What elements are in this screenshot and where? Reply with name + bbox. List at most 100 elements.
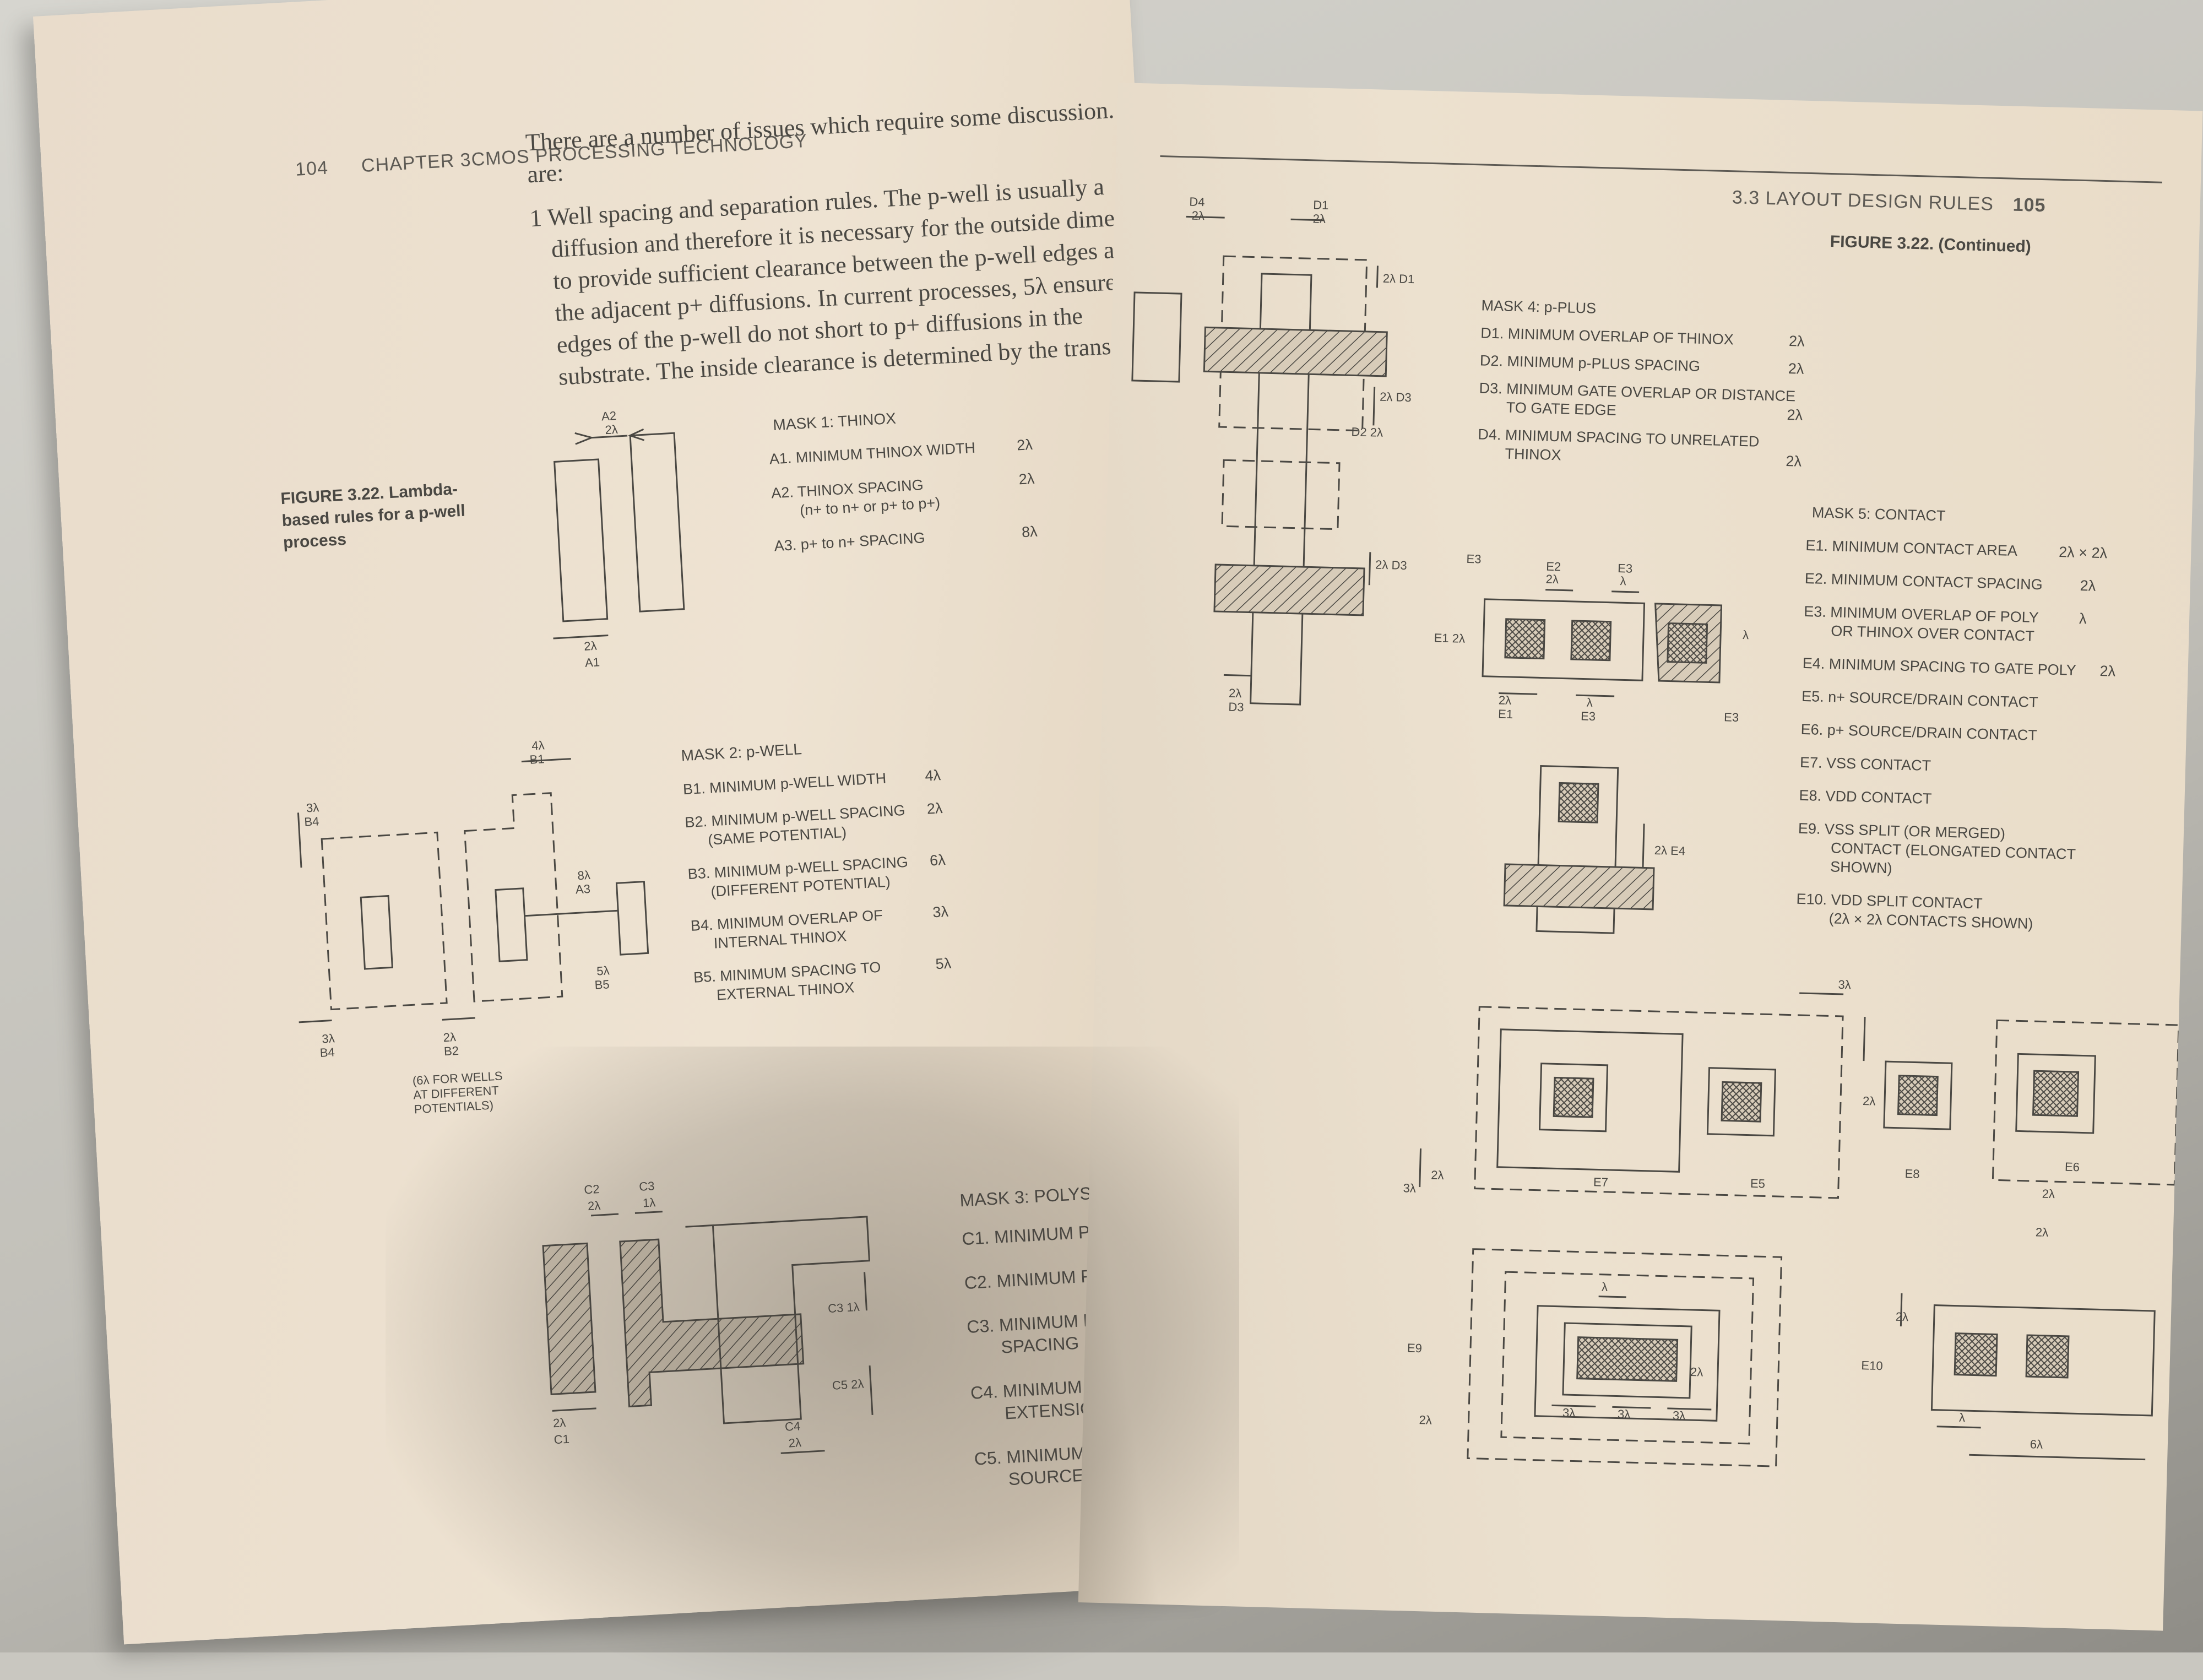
- dim-label: 3λ: [1838, 977, 1852, 992]
- contact-ring: [2015, 1053, 2096, 1134]
- dimension-arrow: [574, 428, 645, 445]
- dim-label: λ: [1601, 1280, 1608, 1294]
- rule-value: 2λ: [1016, 436, 1033, 454]
- well-boundary: [1474, 1006, 1844, 1199]
- internal-thinox: [495, 887, 528, 962]
- thinox-rect: [629, 432, 685, 613]
- dimension-arrow: [297, 812, 302, 868]
- well-boundary: [1467, 1248, 1783, 1467]
- contact-cut: [1558, 782, 1599, 823]
- poly-gate: [619, 1238, 805, 1408]
- p-plus-diagram: [1131, 215, 1388, 706]
- rule-text: E6. p+ SOURCE/DRAIN CONTACT: [1800, 720, 2038, 744]
- rule-value: 5λ: [935, 955, 952, 973]
- dim-label: 3λ: [306, 800, 319, 815]
- dim-label: 2λ: [604, 422, 618, 437]
- dim-label: 2λ: [1228, 686, 1242, 701]
- contact-ring: [1706, 1067, 1777, 1137]
- dimension-arrow: [553, 634, 609, 640]
- dim-label: E8: [1904, 1167, 1920, 1181]
- dimension-arrow: [1499, 589, 1640, 697]
- page-number: 104: [295, 157, 329, 180]
- contact-cut: [1954, 1332, 1998, 1377]
- dim-label: 2λ: [1895, 1309, 1909, 1324]
- dim-label: D3: [1228, 700, 1244, 714]
- contact-cut: [1570, 620, 1612, 662]
- rule-text: E1. MINIMUM CONTACT AREA: [1805, 536, 2018, 560]
- dim-label: C3: [638, 1179, 655, 1194]
- rule-value: 2λ: [1018, 470, 1035, 488]
- poly-gate: [1213, 563, 1365, 616]
- contact-cut: [1504, 618, 1546, 660]
- figure-caption: FIGURE 3.22. (Continued): [1830, 232, 2032, 256]
- rule-text: E4. MINIMUM SPACING TO GATE POLY: [1802, 654, 2077, 679]
- rule-item: E4. MINIMUM SPACING TO GATE POLY 2λ: [1802, 654, 2155, 682]
- dimension-arrow: [299, 1017, 475, 1023]
- mask4-title: MASK 4: p-PLUS: [1481, 297, 1597, 317]
- dim-label: 2λ: [1498, 693, 1512, 708]
- dim-label: 2λ: [1419, 1413, 1433, 1427]
- dim-label: 2λ: [1690, 1365, 1703, 1379]
- chapter-label: CHAPTER 3: [361, 149, 472, 177]
- figure-caption: FIGURE 3.22. Lambda- based rules for a p…: [280, 478, 467, 554]
- left-page: 104 CHAPTER 3 CMOS PROCESSING TECHNOLOGY…: [33, 0, 1219, 1645]
- rule-text: B1. MINIMUM p-WELL WIDTH: [682, 769, 887, 798]
- dim-label: λ: [1742, 628, 1749, 642]
- rule-value: 2λ: [1786, 452, 1802, 470]
- thinox-region: [1482, 598, 1646, 681]
- dim-label: A1: [584, 655, 600, 670]
- thinox-diagram: [553, 428, 685, 640]
- contact-ring: [1538, 1063, 1609, 1132]
- dimension-arrow: [1419, 992, 1866, 1188]
- dim-label: E5: [1750, 1176, 1766, 1191]
- dim-label: 2λ: [1862, 1094, 1876, 1108]
- p-plus-region: [1221, 459, 1341, 530]
- dim-label: 5λ: [596, 963, 610, 978]
- rule-value: 4λ: [924, 767, 941, 784]
- dim-label: 3λ: [1672, 1408, 1686, 1423]
- thinox-column: [1535, 765, 1619, 934]
- body-text: There are a number of issues which requi…: [525, 90, 1192, 394]
- mask2-title: MASK 2: p-WELL: [680, 740, 802, 765]
- dim-label: 8λ: [577, 868, 591, 883]
- dim-label: 2λ D3: [1375, 557, 1408, 573]
- dim-label: C1: [554, 1432, 570, 1447]
- dim-label: 3λ: [1562, 1405, 1576, 1420]
- mask5-title: MASK 5: CONTACT: [1811, 504, 1946, 524]
- contact-cut: [1721, 1081, 1762, 1123]
- dim-label: 3λ: [1617, 1407, 1631, 1422]
- rule-value: 2λ: [1788, 360, 1804, 377]
- dim-label: 6λ: [2030, 1437, 2043, 1451]
- dim-label: 2λ E4: [1654, 843, 1686, 858]
- thinox-rect: [554, 458, 609, 622]
- rule-text: E2. MINIMUM CONTACT SPACING: [1804, 570, 2043, 593]
- rule-subtext: THINOX: [1505, 445, 1561, 464]
- contact-spacing-diagram: [1482, 589, 1723, 697]
- dim-label: 2λ: [2042, 1186, 2055, 1201]
- dim-label: 2λ: [552, 1416, 566, 1430]
- right-page: 3.3 LAYOUT DESIGN RULES 105 FIGURE 3.22.…: [1078, 83, 2203, 1631]
- dimension-arrow: [521, 758, 571, 763]
- rule-text: D1. MINIMUM OVERLAP OF THINOX: [1480, 324, 1734, 348]
- dim-label: λ: [1958, 1410, 1966, 1425]
- dimension-arrow: [1186, 215, 1324, 677]
- supply-contacts-diagram: [1419, 992, 2180, 1199]
- elongated-contact: [1576, 1336, 1679, 1382]
- unrelated-thinox: [1131, 291, 1182, 383]
- thinox-region: [685, 1216, 871, 1424]
- poly-strip: [542, 1242, 596, 1395]
- dimension-arrow: [552, 1407, 825, 1454]
- dim-label: D4: [1189, 194, 1205, 209]
- dim-label: 4λ: [531, 738, 545, 753]
- dim-label: B4: [319, 1045, 335, 1060]
- rule-value: 2λ: [2099, 663, 2116, 680]
- dim-label: E3: [1466, 551, 1482, 566]
- dim-label: E10: [1861, 1358, 1883, 1373]
- polysilicon-diagram: [542, 1211, 873, 1454]
- rule-text: E8. VDD CONTACT: [1799, 787, 1932, 808]
- dimension-arrow: [591, 1211, 663, 1217]
